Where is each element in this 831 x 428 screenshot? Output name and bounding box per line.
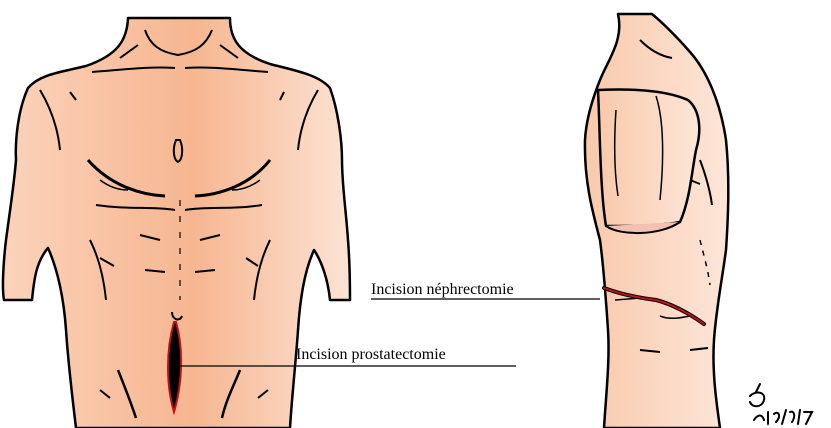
- side-torso: [585, 14, 728, 428]
- prostatectomy-label: Incision prostatectomie: [296, 346, 446, 364]
- nephrectomy-label: Incision néphrectomie: [371, 281, 514, 299]
- side-arm: [598, 89, 699, 226]
- artist-signature: [750, 384, 812, 424]
